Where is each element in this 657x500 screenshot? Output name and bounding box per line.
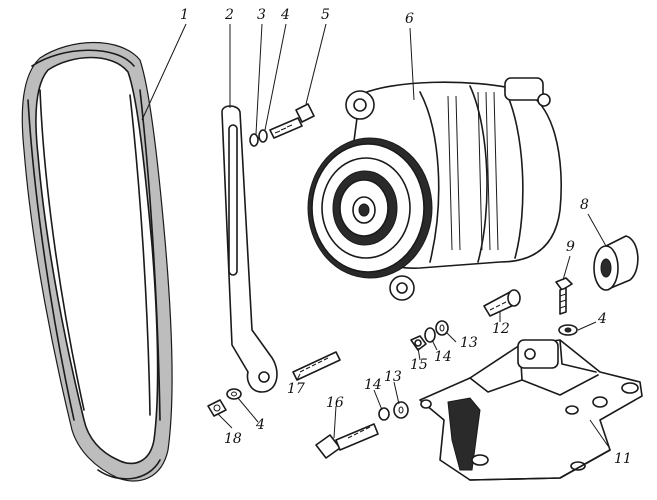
- callout-18: 18: [224, 431, 242, 447]
- callout-14-upper: 14: [434, 349, 452, 365]
- callout-4: 4: [281, 7, 290, 23]
- mounting-bracket: [419, 339, 643, 481]
- callout-15: 15: [410, 357, 428, 373]
- bolt-9: [555, 277, 573, 315]
- washers-lower: [378, 401, 409, 421]
- callout-1: 1: [180, 7, 189, 23]
- callout-4-right: 4: [598, 311, 607, 327]
- callout-5: 5: [321, 7, 330, 23]
- callout-16: 16: [326, 395, 344, 411]
- callout-8: 8: [580, 197, 589, 213]
- alternator: [307, 77, 563, 301]
- callout-3: 3: [257, 7, 266, 23]
- callout-17: 17: [287, 381, 305, 397]
- leader-lines: [141, 23, 609, 447]
- callout-4-left: 4: [256, 417, 265, 433]
- callout-12: 12: [492, 321, 510, 337]
- callout-11: 11: [614, 451, 632, 467]
- nut-washers-upper: [410, 320, 449, 351]
- callout-2: 2: [225, 7, 234, 23]
- callout-9: 9: [566, 239, 575, 255]
- stud-12: [483, 289, 521, 317]
- bushing: [593, 235, 639, 291]
- callout-14-lower: 14: [364, 377, 382, 393]
- callout-13-lower: 13: [384, 369, 402, 385]
- stud-17: [292, 351, 341, 381]
- drive-belt: [21, 42, 173, 482]
- callout-6: 6: [405, 11, 414, 27]
- callout-13-upper: 13: [460, 335, 478, 351]
- bolt-16: [315, 423, 379, 459]
- nut-washer-left: [207, 388, 242, 417]
- washers-and-bolt: [249, 103, 315, 147]
- washer-right: [558, 324, 578, 336]
- tension-bracket: [221, 105, 278, 393]
